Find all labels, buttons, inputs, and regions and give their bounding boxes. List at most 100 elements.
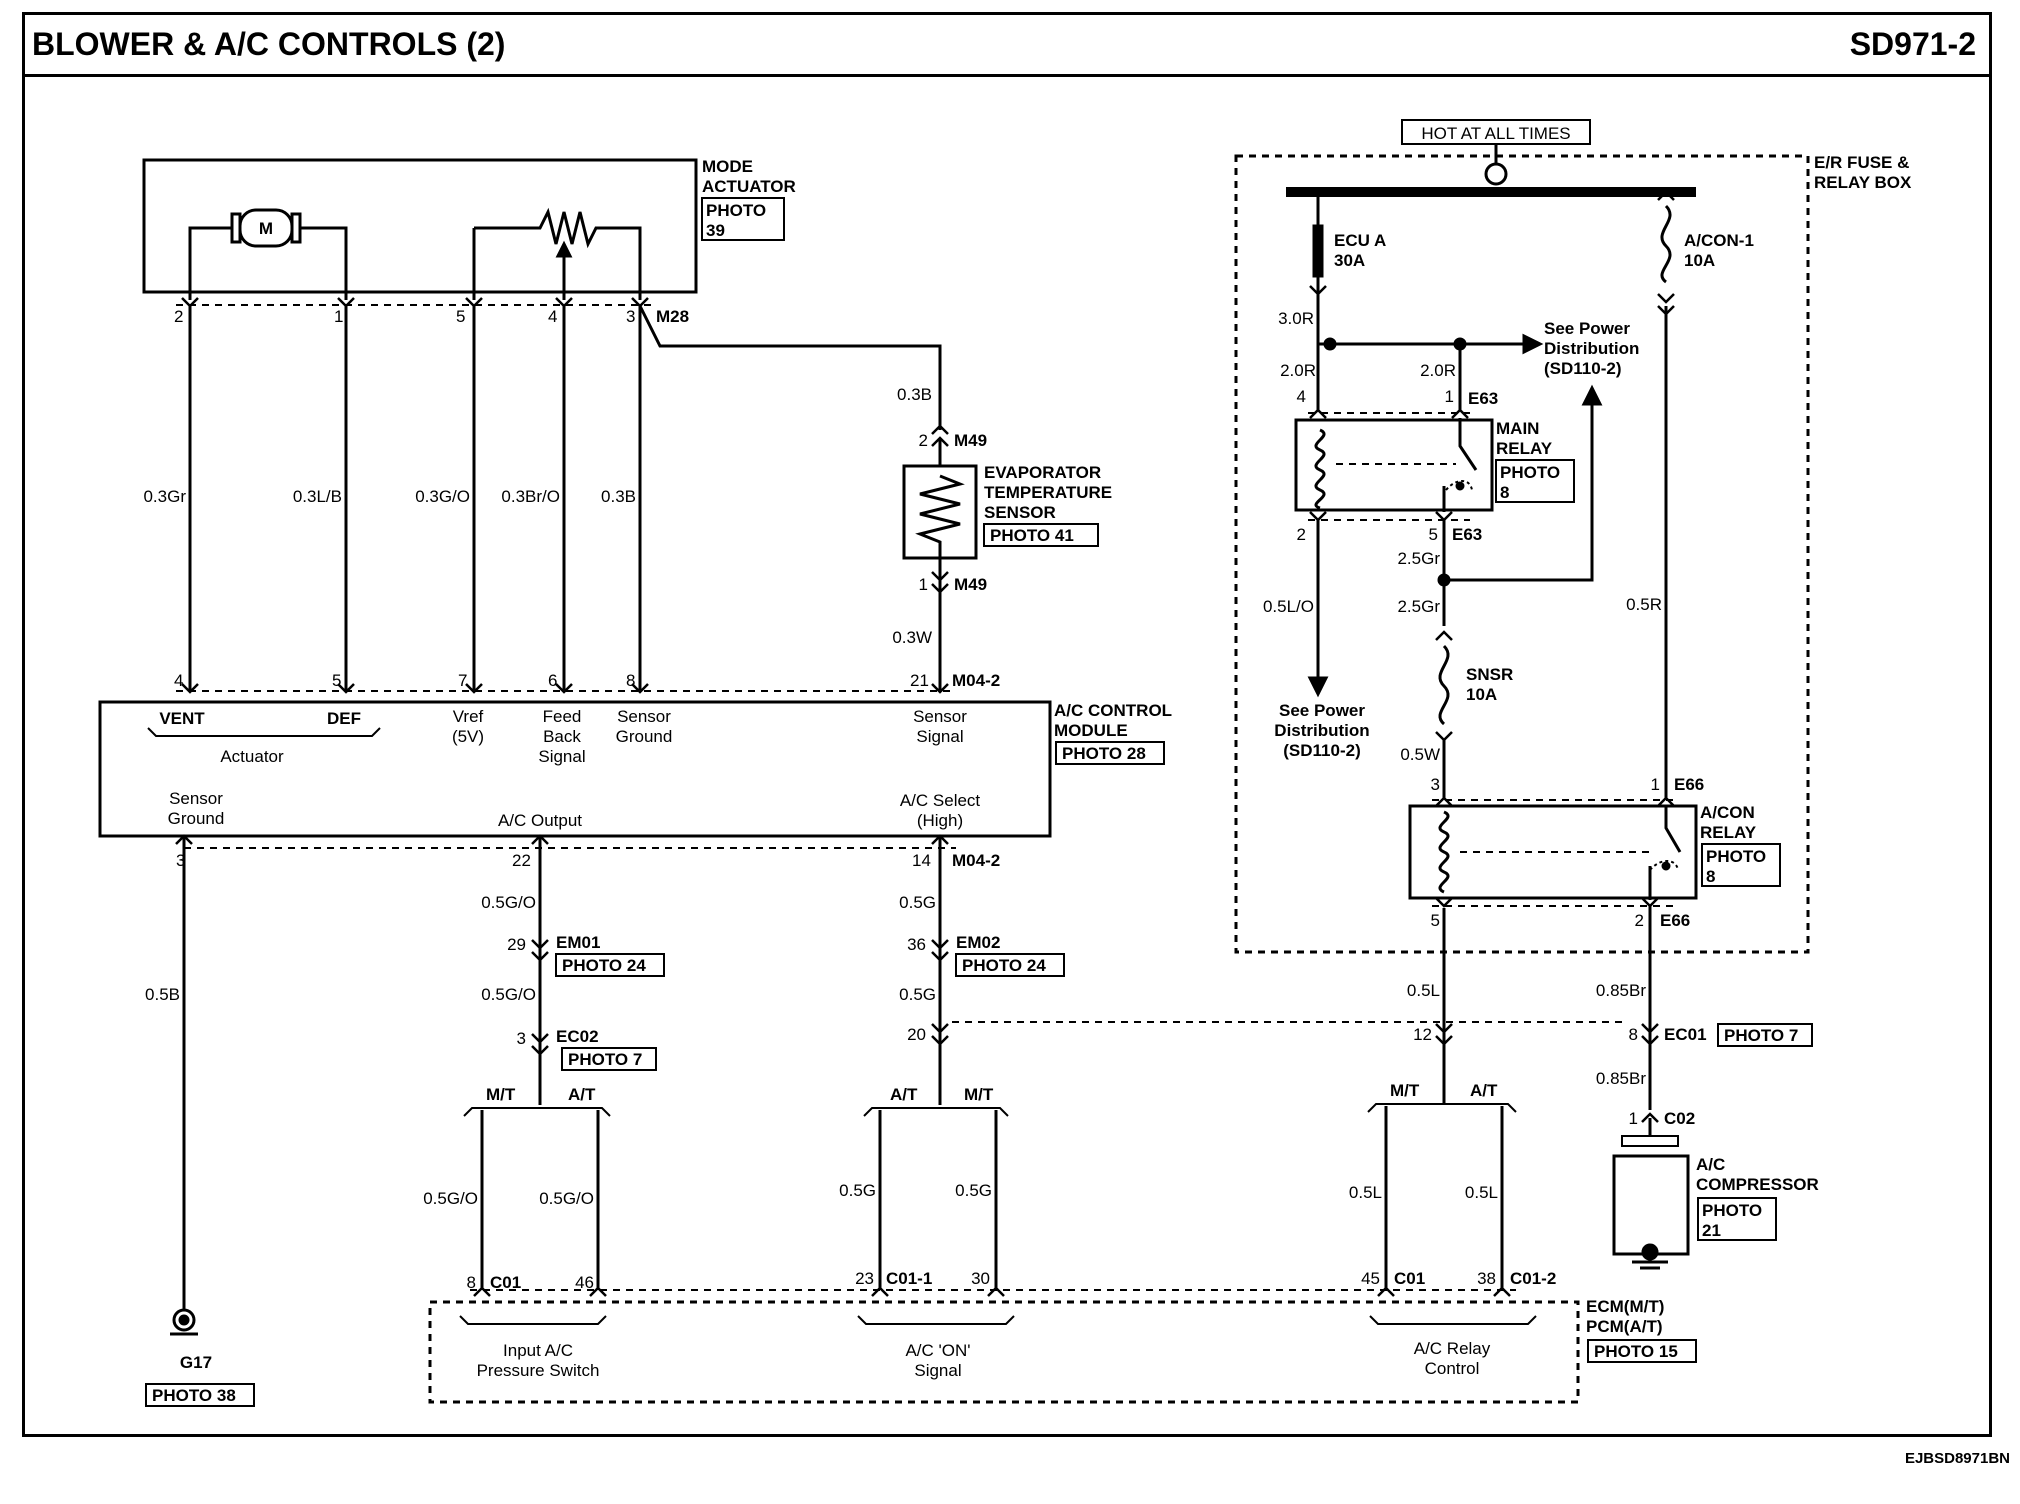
evap-photo: PHOTO 41 (990, 526, 1074, 545)
out-wire-2: 0.5G/O (481, 985, 536, 1004)
resistor-icon (472, 207, 642, 300)
out-conn-c01: C01 (490, 1273, 521, 1292)
sel-pin-23: 23 (855, 1269, 874, 1288)
rel-pin-45: 45 (1361, 1269, 1380, 1288)
evap-wire-bottom: 0.3W (892, 628, 932, 647)
out-photo2-box (561, 1047, 657, 1071)
main-relay-photo-box (1495, 459, 1575, 503)
m28-connector: M28 (656, 307, 689, 326)
m28-pin-4: 4 (548, 307, 557, 326)
ground-photo: PHOTO 38 (152, 1386, 236, 1405)
ecm-photo-box (1587, 1339, 1697, 1363)
wire-0.3GO: 0.3G/O (415, 487, 470, 506)
mode-actuator-photo-1: PHOTO (706, 201, 766, 220)
main-relay-photo-1: PHOTO (1500, 463, 1560, 482)
hot-label: HOT AT ALL TIMES (1421, 124, 1570, 143)
out-conn-em01: EM01 (556, 933, 600, 952)
evap-photo-box (983, 523, 1099, 547)
acon-relay-box (1408, 804, 1698, 900)
ecm-name-2: PCM(A/T) (1586, 1317, 1662, 1336)
snsr-fuse-icon (1438, 644, 1450, 726)
main-relay-name-1: MAIN (1496, 419, 1539, 438)
ecm-in1-1: Input A/C (503, 1341, 573, 1360)
w-2.0R-b: 2.0R (1420, 361, 1456, 380)
diagram-frame (22, 12, 1992, 1437)
lbl-acsel-1: A/C Select (900, 791, 981, 810)
m04-conn-bottom: M04-2 (952, 851, 1000, 870)
ecm-in1-2: Pressure Switch (477, 1361, 600, 1380)
sel-wire-r: 0.5G (955, 1181, 992, 1200)
comp-conn-ec01: EC01 (1664, 1025, 1707, 1044)
wire-0.3Gr: 0.3Gr (143, 487, 186, 506)
wire-0.3BrO: 0.3Br/O (501, 487, 560, 506)
ecm-in2-1: A/C 'ON' (905, 1341, 970, 1360)
rel-conn-c01: C01 (1394, 1269, 1425, 1288)
fuse1-name: ECU A (1334, 231, 1386, 250)
ac-module-name-1: A/C CONTROL (1054, 701, 1172, 720)
w-0.5LO: 0.5L/O (1263, 597, 1314, 616)
m28-pin-3: 3 (626, 307, 635, 326)
sel-photo1: PHOTO 24 (962, 956, 1046, 975)
rel-wire-r: 0.5L (1465, 1183, 1498, 1202)
see-power-2b: Distribution (1274, 721, 1369, 740)
compressor-ground-icon (1632, 1243, 1668, 1270)
sel-pin-20: 20 (907, 1025, 926, 1044)
m04-pin-6: 6 (548, 671, 557, 690)
compressor-photo-box (1697, 1197, 1777, 1241)
sel-at: A/T (890, 1085, 918, 1104)
ecm-name-1: ECM(M/T) (1586, 1297, 1664, 1316)
rel-mt: M/T (1390, 1081, 1420, 1100)
out-photo2: PHOTO 7 (568, 1050, 642, 1069)
acon-relay-photo-2: 8 (1706, 867, 1715, 886)
m04-pin-22: 22 (512, 851, 531, 870)
acon-pin-5: 5 (1431, 911, 1440, 930)
evap-conn-top: M49 (954, 431, 987, 450)
ground-photo-box (145, 1383, 255, 1407)
m04-pin-7: 7 (458, 671, 467, 690)
sel-wire-1: 0.5G (899, 893, 936, 912)
out-mt: M/T (486, 1085, 516, 1104)
ac-module-photo-box (1055, 741, 1165, 765)
m04-pin-5: 5 (332, 671, 341, 690)
acon-conn-top: E66 (1674, 775, 1704, 794)
see-power-2a: See Power (1279, 701, 1365, 720)
comp-wire-2: 0.85Br (1596, 1069, 1646, 1088)
out-wire-l: 0.5G/O (423, 1189, 478, 1208)
compressor-photo-2: 21 (1702, 1221, 1721, 1240)
lbl-feed-3: Signal (538, 747, 585, 766)
w-0.5R: 0.5R (1626, 595, 1662, 614)
lbl-ssig-2: Signal (916, 727, 963, 746)
main-relay-name-2: RELAY (1496, 439, 1553, 458)
evap-pin-1: 1 (919, 575, 928, 594)
comp-photo1-box (1717, 1023, 1813, 1047)
ground-wire: 0.5B (145, 985, 180, 1004)
rel-pin-38: 38 (1477, 1269, 1496, 1288)
main-pin-1: 1 (1445, 387, 1454, 406)
m28-pin-2: 2 (174, 307, 183, 326)
mode-actuator-box (142, 158, 698, 294)
w-3.0R: 3.0R (1278, 309, 1314, 328)
lbl-sgnd2-1: Sensor (169, 789, 223, 808)
compressor-photo-1: PHOTO (1702, 1201, 1762, 1220)
main-pin-5: 5 (1429, 525, 1438, 544)
m04-pin-14: 14 (912, 851, 931, 870)
out-pin-46: 46 (575, 1273, 594, 1292)
m04-pin-8: 8 (626, 671, 635, 690)
ecm-in2-2: Signal (914, 1361, 961, 1380)
lbl-acout: A/C Output (498, 811, 582, 830)
sel-mt: M/T (964, 1085, 994, 1104)
main-pin-2: 2 (1297, 525, 1306, 544)
mode-actuator-photo-2: 39 (706, 221, 725, 240)
fuse2-rating: 10A (1684, 251, 1715, 270)
lbl-ssig-1: Sensor (913, 707, 967, 726)
m28-pin-1: 1 (334, 307, 343, 326)
out-photo1-box (555, 953, 665, 977)
ecm-in3-1: A/C Relay (1414, 1339, 1491, 1358)
w-2.0R-a: 2.0R (1280, 361, 1316, 380)
evap-conn-bottom: M49 (954, 575, 987, 594)
main-relay-box (1294, 418, 1494, 512)
comp-pin-8: 8 (1629, 1025, 1638, 1044)
main-relay-coil-icon (1314, 428, 1326, 510)
acon-fuse-icon (1660, 204, 1672, 284)
acon-pin-2: 2 (1635, 911, 1644, 930)
